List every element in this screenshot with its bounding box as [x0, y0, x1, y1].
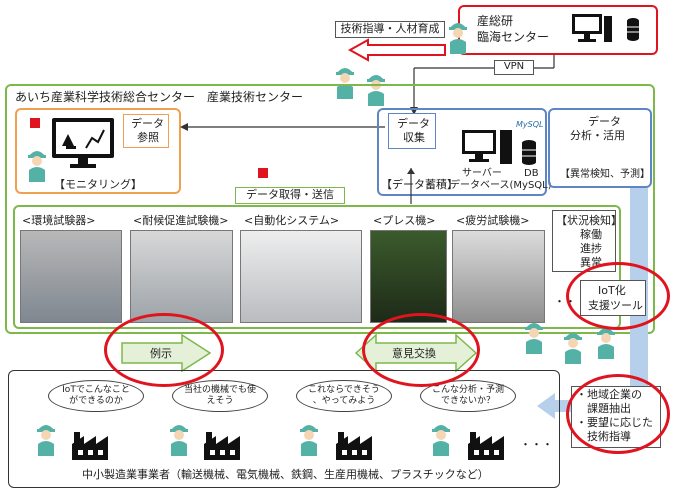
mysql-logo: MySQL	[516, 120, 544, 129]
sme-caption: 中小製造業事業者（輸送機械、電気機械、鉄鋼、生産用機械、プラスチックなど）	[82, 468, 489, 481]
analysis-title-2: 分析・活用	[570, 129, 625, 142]
status-title: 【状況検知】	[556, 214, 622, 227]
machine-photo-press	[370, 230, 447, 323]
db-label: DB	[524, 168, 539, 179]
data-ref-label-2: 参照	[137, 131, 159, 144]
data-ref-arrow	[180, 123, 385, 131]
analysis-title-1: データ	[588, 115, 621, 128]
person-icon	[562, 328, 584, 366]
vpn-label: VPN	[494, 60, 534, 75]
center-title: あいち産業科学技術総合センター 産業技術センター	[15, 90, 304, 104]
factory-icon	[202, 430, 250, 460]
data-collect-label-1: データ	[397, 117, 430, 130]
thought-bubble: 当社の機械でも使えそう	[172, 380, 268, 412]
aist-center-name-1: 産総研	[477, 14, 514, 28]
machine-photo-automation	[240, 230, 362, 323]
data-collect-box	[388, 113, 436, 149]
storage-caption: 【データ蓄積】	[381, 178, 458, 191]
factory-icon	[334, 430, 382, 460]
monitor-screen-icon	[52, 118, 114, 168]
database-icon	[627, 18, 639, 41]
sme-box	[8, 370, 560, 488]
data-ref-label-1: データ	[131, 117, 164, 130]
thought-bubble: IoTでこんなことができるのか	[48, 380, 144, 412]
person-icon	[595, 323, 617, 361]
monitoring-caption: 【モニタリング】	[54, 178, 142, 191]
logo-icon	[258, 168, 268, 178]
machine-label: <環境試験器>	[22, 214, 96, 227]
machine-label: <疲労試験機>	[456, 214, 530, 227]
machine-photo-weathering	[130, 230, 233, 323]
thought-bubble: これならできそう、やってみよう	[296, 380, 392, 412]
person-icon	[168, 420, 190, 458]
server-label-1: サーバー	[462, 168, 502, 179]
center-box	[5, 84, 655, 334]
machine-label: <プレス機>	[373, 214, 436, 227]
factory-icon	[466, 430, 514, 460]
acquire-label: データ取得・送信	[235, 187, 345, 204]
person-icon	[430, 420, 452, 458]
server-icon	[462, 130, 512, 164]
acquire-arrow	[407, 168, 415, 204]
data-collect-label-2: 収集	[403, 131, 425, 144]
person-icon	[523, 318, 545, 356]
logo-icon	[30, 118, 40, 128]
server-label-2: データベース(MySQL)	[450, 180, 552, 191]
monitoring-box	[15, 108, 181, 194]
factory-icon	[70, 430, 118, 460]
storage-box	[377, 108, 547, 196]
data-ref-box	[123, 114, 169, 148]
status-item: 稼働	[580, 228, 602, 241]
person-icon	[26, 146, 48, 184]
analysis-caption: 【異常検知、予測】	[560, 169, 650, 180]
computer-icon	[572, 14, 612, 42]
person-icon	[298, 420, 320, 458]
machine-photo-fatigue	[452, 230, 545, 323]
machine-label: <自動化システム>	[244, 214, 340, 227]
guidance-label: 技術指導・人材育成	[335, 21, 445, 38]
sme-more: ・・・	[520, 438, 553, 451]
person-icon	[334, 63, 356, 101]
person-icon	[447, 18, 469, 56]
highlight-circle	[362, 313, 480, 387]
highlight-circle	[104, 313, 224, 387]
guidance-arrow	[347, 38, 446, 62]
database-icon	[522, 140, 536, 165]
highlight-circle	[566, 374, 670, 454]
machine-photo-environment	[20, 230, 122, 323]
aist-center-name-2: 臨海センター	[477, 30, 550, 44]
machine-label: <耐候促進試験機>	[133, 214, 229, 227]
status-item: 進捗	[580, 242, 602, 255]
analysis-box	[548, 108, 652, 188]
person-icon	[35, 420, 57, 458]
highlight-circle	[566, 262, 670, 330]
